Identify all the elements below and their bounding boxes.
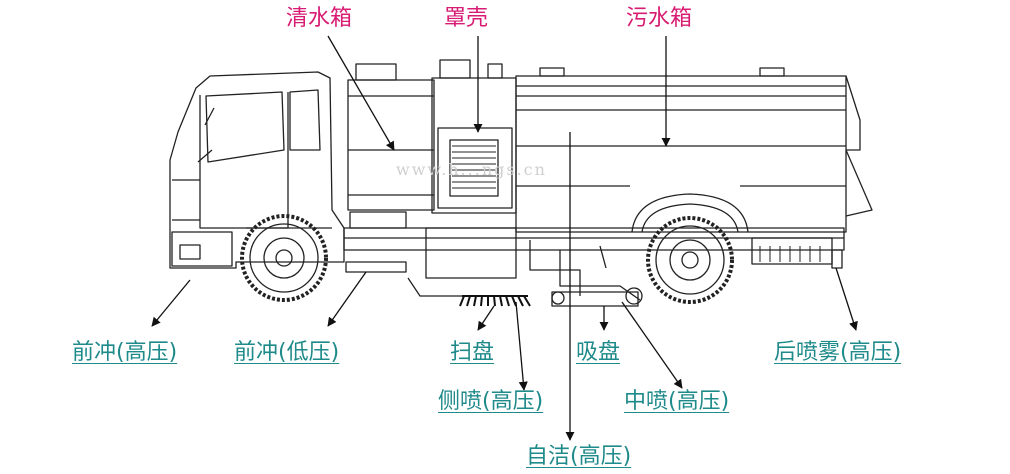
leader-front-flush-low: [327, 271, 367, 327]
label-side-spray-high[interactable]: 侧喷(高压): [438, 389, 544, 414]
leader-rear-spray-mist: [835, 267, 858, 331]
front-wheel: [240, 214, 328, 302]
label-rear-spray-mist-high[interactable]: 后喷雾(高压): [774, 340, 902, 365]
leader-mid-spray: [621, 301, 683, 389]
label-front-flush-low[interactable]: 前冲(低压): [234, 340, 340, 365]
sweep-disc-shape: [459, 295, 531, 307]
leader-lines: [151, 35, 858, 441]
leader-clean-water-tank: [327, 35, 395, 151]
label-mid-spray-high[interactable]: 中喷(高压): [624, 389, 730, 414]
chassis-rail: [343, 227, 845, 251]
label-front-flush-high[interactable]: 前冲(高压): [72, 340, 178, 365]
label-self-clean-high[interactable]: 自洁(高压): [526, 444, 632, 469]
cab-side-window: [289, 89, 321, 151]
truck-outline: [169, 59, 873, 307]
label-suction-disc[interactable]: 吸盘: [576, 340, 621, 365]
leader-side-spray: [515, 301, 528, 391]
label-clean-water-tank: 清水箱: [286, 6, 353, 31]
label-hood: 罩壳: [444, 6, 489, 31]
leader-front-flush-high: [151, 279, 191, 327]
rear-wheel: [646, 216, 734, 304]
rear-wheel-arch: [631, 193, 749, 233]
front-bumper: [171, 231, 233, 267]
suction-disc-shape: [551, 291, 639, 307]
leader-sweep-disc: [477, 305, 495, 331]
cab-body: [169, 71, 345, 269]
cab-door: [199, 92, 289, 229]
dirty-water-tank-shape: [515, 75, 847, 233]
label-dirty-water-tank: 污水箱: [626, 6, 693, 31]
label-sweep-disc[interactable]: 扫盘: [450, 340, 495, 365]
watermark: www.h...ngs.cn: [396, 160, 547, 179]
cab-window: [205, 91, 285, 163]
